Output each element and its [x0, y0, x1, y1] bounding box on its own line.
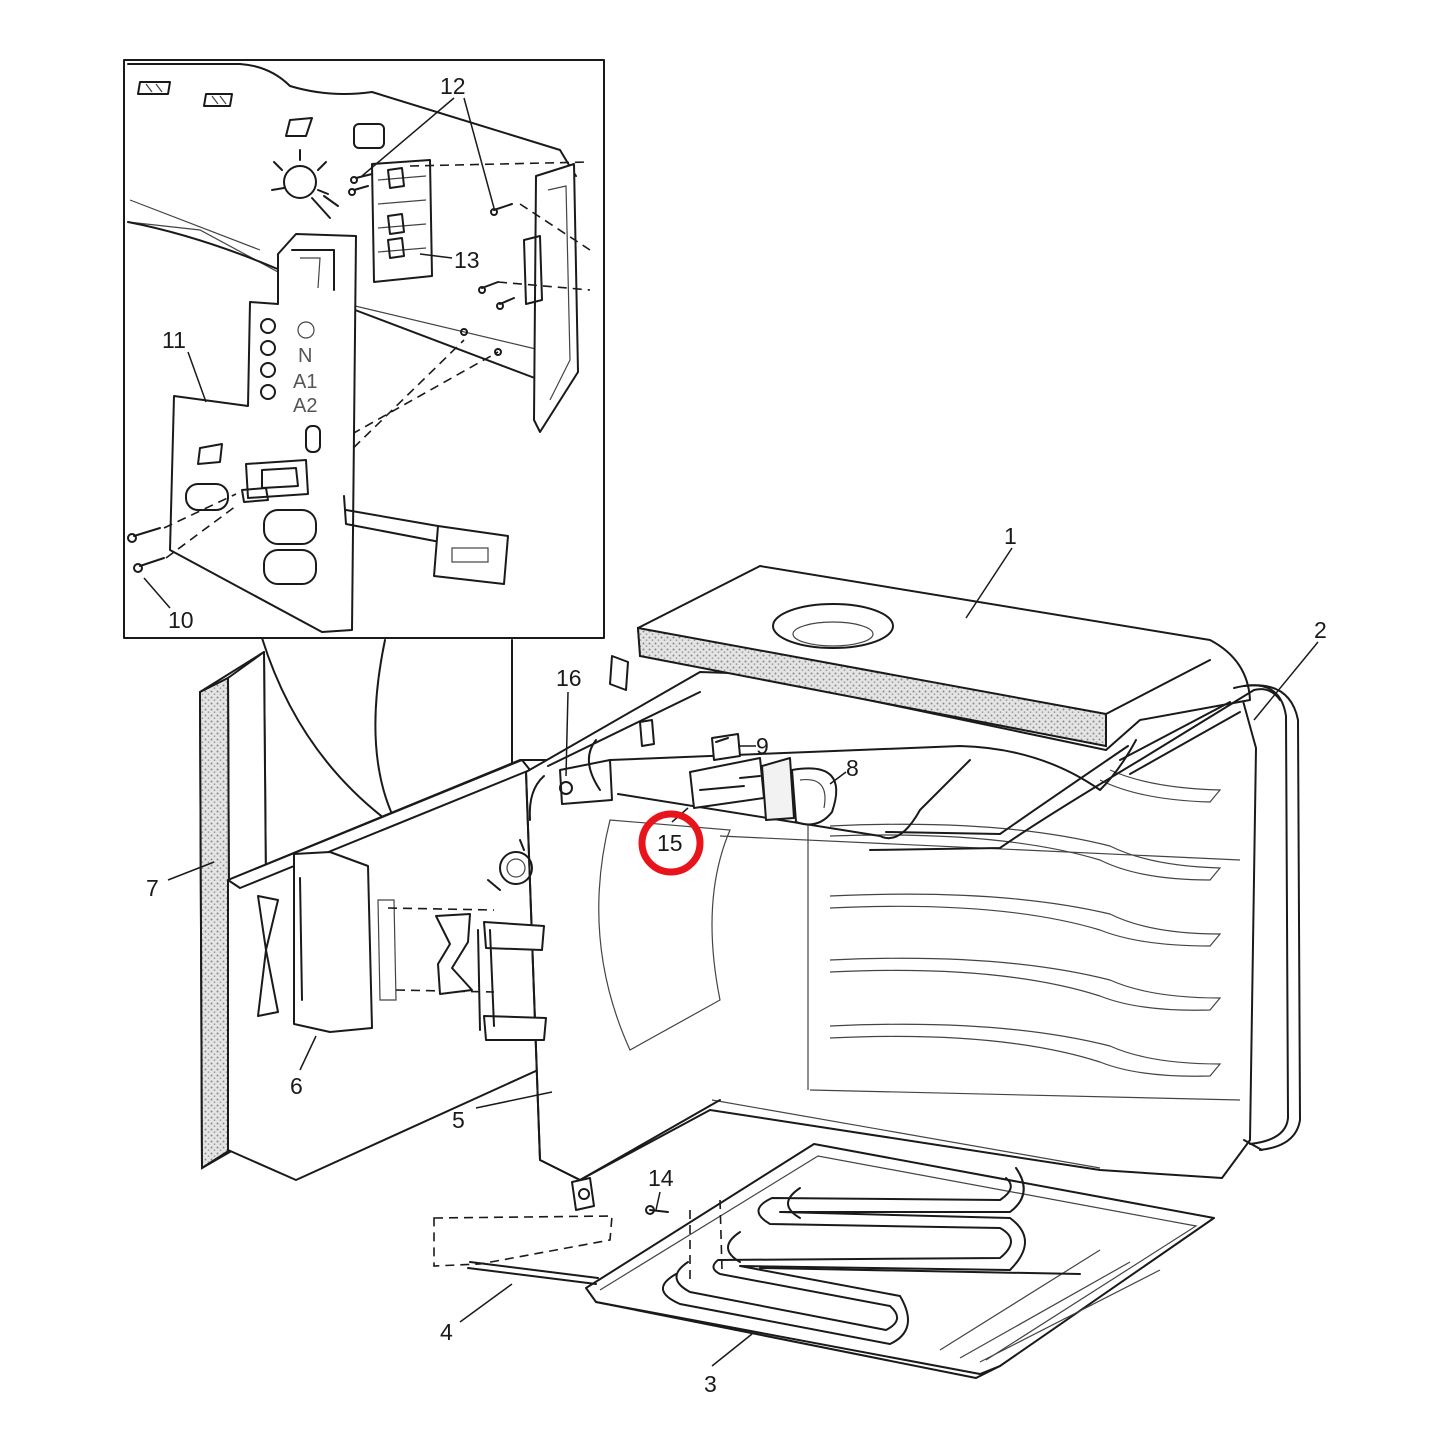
bracket-6 [257, 851, 495, 1033]
label-part-16: 16 [556, 665, 582, 691]
label-part-10: 10 [168, 607, 194, 633]
frame-16 [547, 655, 701, 805]
label-part-7: 7 [146, 875, 159, 901]
highlight-ring-part-15 [638, 810, 704, 876]
grill-element [609, 688, 1281, 851]
screws-12 [348, 173, 513, 216]
label-part-12: 12 [440, 73, 466, 99]
label-part-6: 6 [290, 1073, 303, 1099]
label-part-14: 14 [648, 1165, 674, 1191]
label-part-8: 8 [846, 755, 859, 781]
bottom-tray-3 [585, 1143, 1215, 1379]
sensor-4 [433, 1199, 723, 1285]
label-part-13: 13 [454, 247, 480, 273]
leader-lines [143, 97, 1319, 1367]
door-seal-2 [1233, 684, 1301, 1151]
terminal-block-13 [371, 159, 433, 283]
screw-14 [645, 1205, 669, 1215]
terminal-a2-label: A2 [293, 395, 317, 417]
terminal-a1-label: A1 [293, 371, 317, 393]
label-part-3: 3 [704, 1371, 717, 1397]
label-part-5: 5 [452, 1107, 465, 1133]
fan-symbol [271, 149, 339, 219]
detail-inset: N A1 A2 [123, 59, 605, 831]
label-part-9: 9 [756, 733, 769, 759]
top-insulation-panel-1 [636, 565, 1251, 751]
label-part-2: 2 [1314, 617, 1327, 643]
terminal-holes [260, 318, 276, 400]
terminal-marks: N A1 A2 [293, 321, 317, 417]
part-labels: 1 2 3 4 5 6 7 8 9 10 11 12 13 14 16 15 [146, 73, 1327, 1397]
label-part-1: 1 [1004, 523, 1017, 549]
lamp-8 [689, 757, 838, 826]
terminal-n-label: N [298, 345, 312, 367]
bottom-heating-element [662, 1167, 1081, 1345]
label-part-4: 4 [440, 1319, 453, 1345]
rack-ribs [829, 769, 1222, 1077]
label-part-11: 11 [162, 327, 186, 353]
oven-cavity-5 [227, 671, 1257, 1211]
logo-marks [137, 81, 385, 149]
terminal-plate-on-cavity [435, 913, 547, 1041]
connector-9 [711, 733, 741, 761]
label-part-15: 15 [657, 830, 683, 856]
